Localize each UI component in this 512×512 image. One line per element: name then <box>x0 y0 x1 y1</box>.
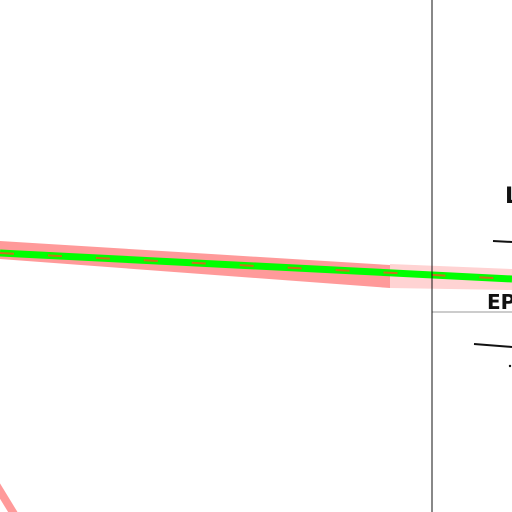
map-label-lower: EP <box>487 290 512 314</box>
upper-tick <box>492 240 512 243</box>
route-line[interactable] <box>0 241 512 290</box>
route-core <box>0 249 512 283</box>
map-label-upper: L <box>505 184 512 209</box>
lower-tick <box>473 343 512 348</box>
small-dot <box>508 364 512 368</box>
bottom-left-road <box>0 483 18 512</box>
